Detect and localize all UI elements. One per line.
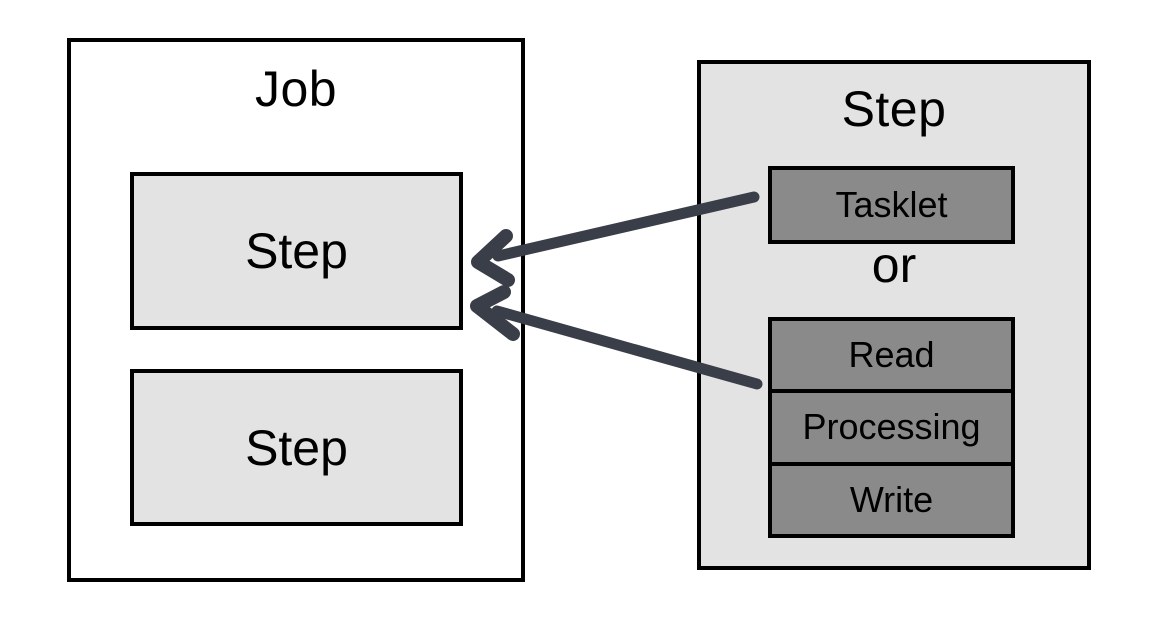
step-detail-title: Step bbox=[841, 81, 947, 137]
job-step-1-label: Step bbox=[245, 223, 348, 279]
chunk-row-read: Read bbox=[772, 321, 1011, 390]
chunk-stack: Read Processing Write bbox=[768, 317, 1015, 538]
chunk-row-processing: Processing bbox=[772, 389, 1011, 462]
job-step-2-box: Step bbox=[130, 369, 463, 526]
chunk-row-write: Write bbox=[772, 461, 1011, 534]
or-label: or bbox=[871, 237, 917, 293]
job-step-1-box: Step bbox=[130, 172, 463, 330]
chunk-write-label: Write bbox=[849, 478, 934, 520]
job-step-2-label: Step bbox=[245, 419, 348, 476]
tasklet-box: Tasklet bbox=[768, 166, 1015, 244]
job-box-title: Job bbox=[254, 61, 338, 117]
tasklet-label: Tasklet bbox=[835, 184, 948, 225]
chunk-read-label: Read bbox=[848, 334, 935, 376]
chunk-processing-label: Processing bbox=[802, 406, 981, 448]
